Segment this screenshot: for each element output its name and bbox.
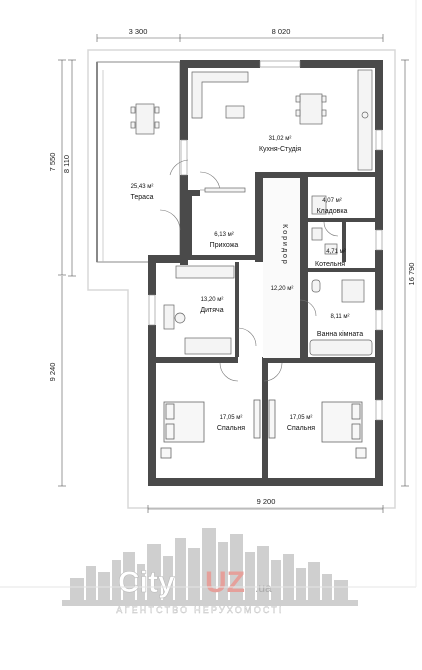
bedroom-furniture [160,399,367,459]
terrace-furniture [130,103,160,135]
terrace-area [96,61,181,263]
children-furniture [163,265,235,355]
dimension-left-outer: 7 550 [48,153,57,172]
dimension-top-right: 8 020 [272,27,291,36]
boiler-name-label: Котельня [315,261,345,268]
bedroom-left-area-label: 17,05 м² [220,415,243,421]
terrace-area-label: 25,43 м² [131,184,154,190]
hallway-area-label: 6,13 м² [214,232,233,238]
logo-tagline: АГЕНТСТВО НЕРУХОМОСТІ [116,605,283,615]
lot-outline [87,49,396,509]
children-area-label: 13,20 м² [201,297,224,303]
bedroom-left-name-label: Спальня [217,425,245,432]
bathroom-name-label: Ванна кімната [317,330,363,338]
city-skyline-icon [62,528,358,606]
storage-name-label: Кладовка [317,208,348,215]
boiler-area-label: 4,71 м² [326,249,345,255]
kitchen-area-label: 31,02 м² [269,136,292,142]
logo-city-text: City [118,566,175,599]
windows [148,60,383,421]
dimension-left-inner: 8 110 [62,155,71,173]
hallway-name-label: Прихожа [210,242,239,249]
corridor-area-label: 12,20 м² [271,286,294,292]
dimension-left-bottom: 9 240 [48,363,57,382]
bathroom-area-label: 8,11 м² [330,314,349,320]
corridor-name-label: Коридор [281,224,288,266]
storage-area-label: 4,07 м² [322,198,341,204]
cityuz-logo: City UZ .ua АГЕНТСТВО НЕРУХОМОСТІ [62,528,358,615]
bedroom-right-name-label: Спальня [287,425,315,432]
logo-uz-text: UZ [205,566,245,599]
terrace-name-label: Тераса [131,194,154,201]
dimension-right: 16 790 [407,263,416,286]
dimension-lines [58,34,409,513]
walls [148,60,383,486]
kitchen-furniture [191,69,373,193]
bathroom-fixtures [309,195,373,356]
dimension-top-left: 3 300 [129,27,148,36]
dimension-bottom: 9 200 [257,497,276,506]
logo-domain-text: .ua [255,581,272,595]
kitchen-name-label: Кухня-Студія [259,145,301,153]
children-name-label: Дитяча [200,307,223,314]
corridor-floor [263,178,300,358]
bedroom-right-area-label: 17,05 м² [290,415,313,421]
